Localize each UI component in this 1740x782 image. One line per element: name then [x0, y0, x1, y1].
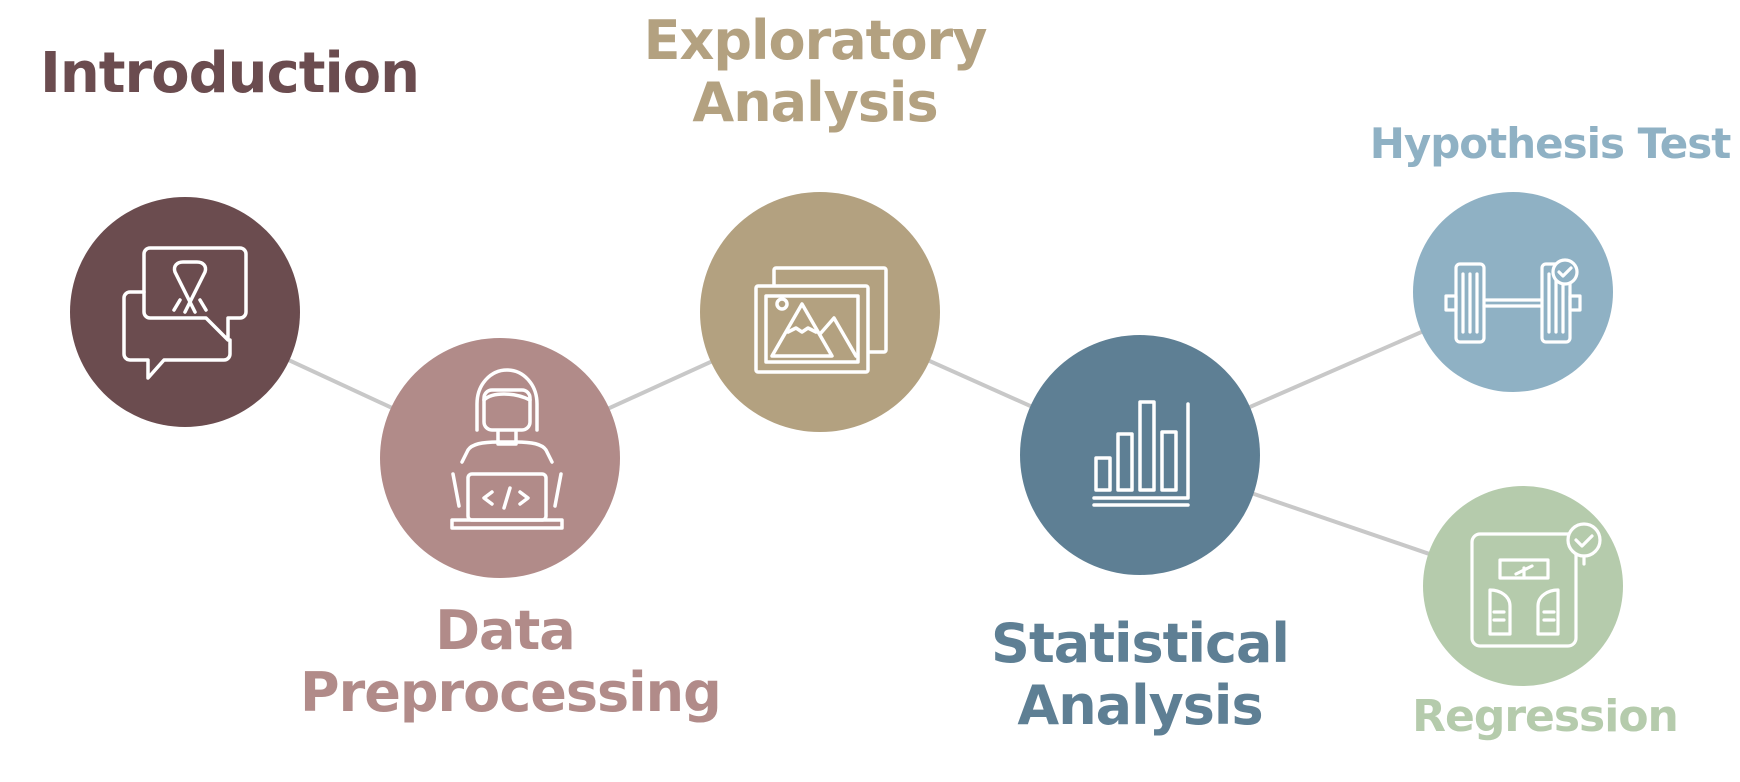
node-label-statistical-analysis: Statistical Analysis: [960, 612, 1320, 738]
label-line: Regression: [1412, 691, 1679, 742]
label-line: Exploratory: [643, 9, 988, 72]
image-gallery-icon: [754, 266, 888, 374]
label-line: Preprocessing: [300, 661, 722, 725]
connector-intro-prep: [284, 356, 396, 412]
node-circle-hyp: [1413, 192, 1613, 392]
node-circle-prep: [380, 338, 620, 578]
label-line: Data: [435, 599, 576, 662]
node-label-hypothesis-test: Hypothesis Test: [1360, 119, 1740, 168]
bar-chart-icon: [1092, 400, 1190, 507]
connector-stat-reg: [1249, 490, 1433, 557]
node-label-data-preprocessing: Data Preprocessing: [300, 599, 722, 725]
connector-stat-hyp: [1245, 328, 1426, 411]
connector-lines: [284, 328, 1433, 557]
dumbbell-check-icon: [1444, 258, 1582, 344]
label-line: Statistical: [991, 612, 1290, 675]
node-label-introduction: Introduction: [20, 41, 420, 106]
scale-check-icon: [1470, 522, 1602, 648]
label-line: Analysis: [692, 71, 938, 135]
node-circle-reg: [1423, 486, 1623, 686]
connector-eda-stat: [925, 357, 1035, 410]
node-label-exploratory-analysis: Exploratory Analysis: [620, 9, 1010, 135]
developer-laptop-icon: [450, 368, 564, 530]
label-line: Hypothesis Test: [1369, 119, 1732, 168]
connector-prep-eda: [604, 358, 716, 412]
label-line: Introduction: [40, 41, 420, 106]
node-label-regression: Regression: [1370, 691, 1720, 743]
label-line: Analysis: [1017, 674, 1263, 738]
awareness-ribbon-speech-bubble-icon: [122, 246, 248, 380]
